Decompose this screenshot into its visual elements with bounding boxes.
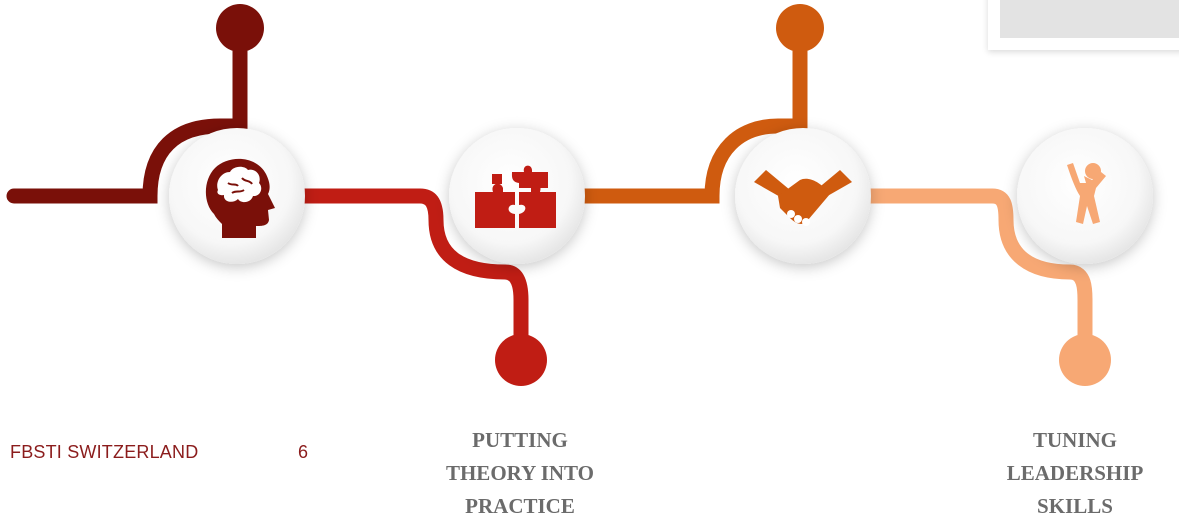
picture-frame-corner [988, 0, 1179, 50]
step-3-disc [735, 128, 871, 264]
step-4-connector [862, 188, 1111, 386]
step-3-connector [577, 4, 824, 204]
page-number: 6 [298, 442, 309, 462]
step-2-disc [449, 128, 585, 264]
step-2-connector [292, 188, 547, 386]
person-raising-arm-icon [1067, 163, 1106, 224]
step-1-connector [6, 4, 264, 204]
footer-brand: FBSTI SWITZERLAND [10, 442, 199, 462]
step-2-caption: PUTTING THEORY INTO PRACTICE [445, 428, 595, 518]
brain-head-icon [205, 158, 275, 238]
step-4-caption: TUNING LEADERSHIP SKILLS [1006, 428, 1144, 518]
step-4-disc [1017, 128, 1153, 264]
handshake-icon [754, 170, 852, 226]
puzzle-icon [475, 165, 556, 228]
step-1-disc [169, 128, 305, 264]
